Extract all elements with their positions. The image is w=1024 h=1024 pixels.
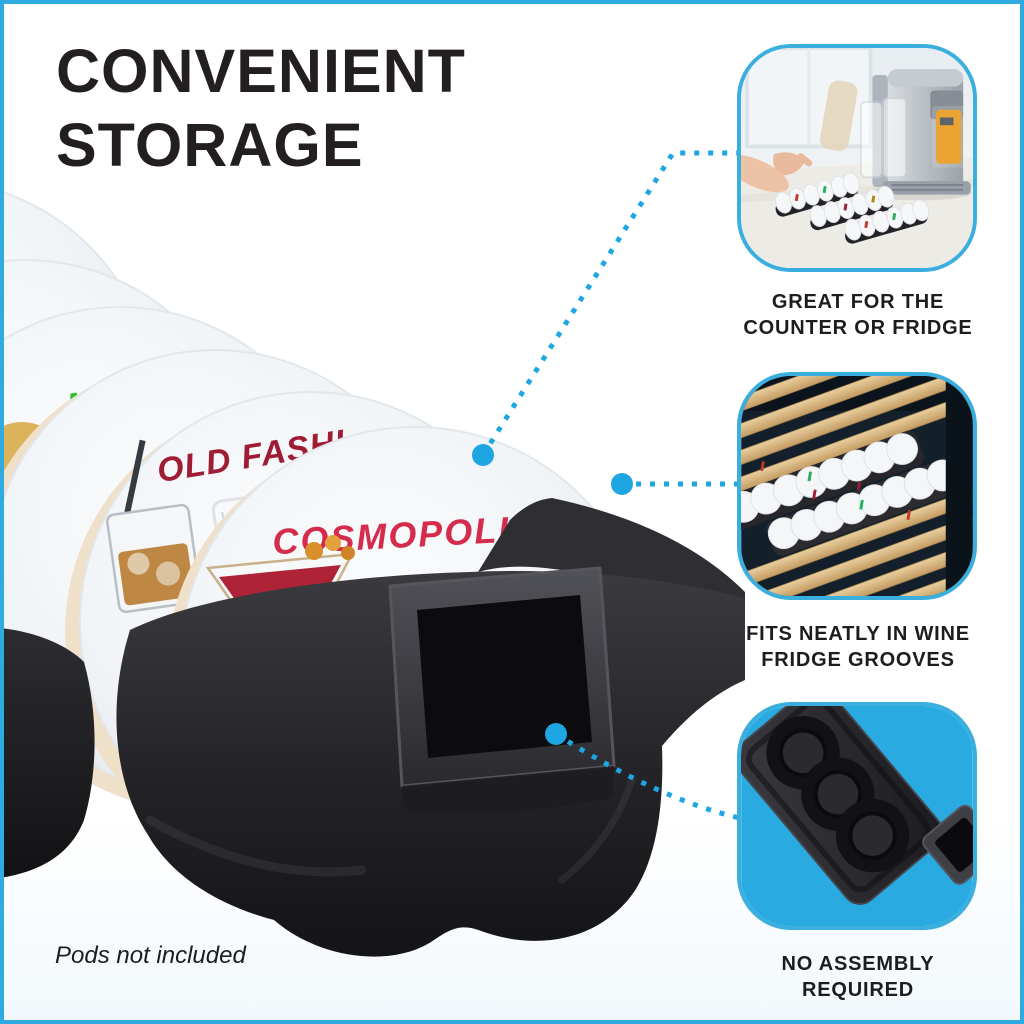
fridge-pod-tray-a xyxy=(741,430,925,530)
page-title: CONVENIENT STORAGE xyxy=(56,34,466,182)
wine-fridge-scene xyxy=(741,376,973,596)
caption-wine-fridge-line2: FRIDGE GROOVES xyxy=(761,649,955,671)
callout-image-counter xyxy=(737,44,977,272)
fridge-frame xyxy=(945,376,973,596)
callout-image-wine-fridge xyxy=(737,372,977,600)
pod-tray-left-unit xyxy=(0,628,95,878)
rocks-glass-art xyxy=(106,439,202,614)
caption-counter: GREAT FOR THE COUNTER OR FRIDGE xyxy=(708,289,1008,341)
cutting-board xyxy=(819,80,858,151)
caption-no-assembly-line1: NO ASSEMBLY xyxy=(781,953,935,975)
callout-image-no-assembly xyxy=(737,702,977,930)
pods-not-included-note: Pods not included xyxy=(55,942,246,969)
caption-counter-line1: GREAT FOR THE xyxy=(771,291,945,313)
tray-square-pocket xyxy=(388,566,616,814)
counter-scene xyxy=(741,48,973,268)
caption-wine-fridge-line1: FITS NEATLY IN WINE xyxy=(746,623,970,645)
caption-no-assembly: NO ASSEMBLY REQUIRED xyxy=(708,951,1008,1003)
caption-no-assembly-line2: REQUIRED xyxy=(802,979,914,1001)
title-line-2: STORAGE xyxy=(56,111,364,179)
counter-pod-trays xyxy=(775,172,930,244)
caption-wine-fridge: FITS NEATLY IN WINE FRIDGE GROOVES xyxy=(708,621,1008,673)
tray-pockets xyxy=(766,716,910,873)
title-line-1: CONVENIENT xyxy=(56,37,466,105)
water-cups xyxy=(859,97,908,179)
caption-counter-line2: COUNTER OR FRIDGE xyxy=(743,317,973,339)
no-assembly-scene xyxy=(741,706,973,926)
empty-tray xyxy=(741,706,973,905)
tray-end-pocket xyxy=(922,804,973,885)
fridge-pod-tray-b xyxy=(766,457,965,556)
hand xyxy=(741,152,813,193)
main-product-image: MA MAR OLD FASHI LOA xyxy=(0,190,745,957)
